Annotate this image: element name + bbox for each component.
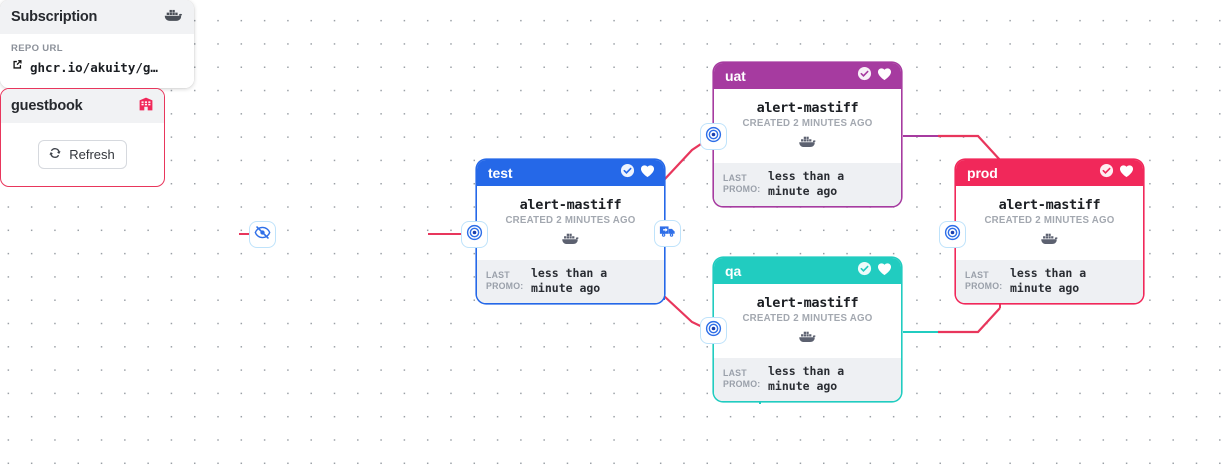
repo-url-value: ghcr.io/akuity/g… (30, 59, 158, 75)
freight-created: CREATED 2 MINUTES AGO (742, 118, 873, 129)
docker-whale-icon (164, 7, 183, 28)
stage-name-test: test (488, 165, 513, 181)
last-promo-value: less than a minute ago (768, 169, 845, 198)
stage-footer-prod: LAST PROMO: less than a minute ago (956, 260, 1143, 303)
freight-created: CREATED 2 MINUTES AGO (505, 215, 636, 226)
prod-promotion-badge[interactable] (939, 221, 966, 248)
check-circle-icon[interactable] (857, 261, 872, 281)
docker-whale-icon (798, 134, 817, 154)
heart-icon[interactable] (877, 262, 892, 281)
subscription-title: Subscription (11, 9, 98, 25)
stage-body-prod: alert-mastiff CREATED 2 MINUTES AGO (956, 186, 1143, 260)
warehouse-body: Refresh (1, 123, 164, 186)
subscription-card[interactable]: Subscription REPO URL (0, 0, 194, 88)
stage-name-qa: qa (725, 263, 742, 279)
repo-url-row[interactable]: ghcr.io/akuity/g… (11, 58, 183, 76)
last-promo-value: less than a minute ago (768, 364, 845, 393)
stage-header-test: test (477, 160, 664, 186)
stage-status-icons-uat (857, 66, 892, 86)
stage-body-uat: alert-mastiff CREATED 2 MINUTES AGO (714, 89, 901, 163)
warehouse-icon (138, 96, 154, 117)
stage-card-test[interactable]: test alert-mastiff CREATED 2 MINUTES AGO… (477, 160, 664, 303)
target-icon (944, 224, 961, 246)
uat-promotion-badge[interactable] (700, 123, 727, 150)
docker-whale-icon (1040, 231, 1059, 251)
freight-name: alert-mastiff (519, 197, 622, 213)
refresh-icon (48, 146, 62, 163)
refresh-label: Refresh (69, 147, 115, 162)
stage-header-uat: uat (714, 63, 901, 89)
external-link-icon[interactable] (11, 58, 24, 76)
check-circle-icon[interactable] (1099, 163, 1114, 183)
stage-footer-test: LAST PROMO: less than a minute ago (477, 260, 664, 303)
warehouse-card[interactable]: guestbook (0, 88, 165, 187)
freight-name: alert-mastiff (756, 100, 859, 116)
heart-icon[interactable] (877, 67, 892, 86)
test-shipping-badge[interactable] (654, 220, 681, 247)
freight-created: CREATED 2 MINUTES AGO (984, 215, 1115, 226)
refresh-button[interactable]: Refresh (38, 140, 127, 169)
last-promo-value: less than a minute ago (1010, 266, 1087, 295)
last-promo-label: LAST PROMO: (965, 269, 1003, 291)
last-promo-label: LAST PROMO: (723, 367, 761, 389)
truck-icon (659, 223, 677, 244)
stage-body-test: alert-mastiff CREATED 2 MINUTES AGO (477, 186, 664, 260)
freight-created: CREATED 2 MINUTES AGO (742, 313, 873, 324)
freight-name: alert-mastiff (998, 197, 1101, 213)
target-icon (705, 126, 722, 148)
stage-card-uat[interactable]: uat alert-mastiff CREATED 2 MINUTES AGO … (714, 63, 901, 206)
heart-icon[interactable] (640, 164, 655, 183)
target-icon (705, 320, 722, 342)
warehouse-header: guestbook (1, 89, 164, 123)
stage-status-icons-test (620, 163, 655, 183)
stage-footer-qa: LAST PROMO: less than a minute ago (714, 358, 901, 401)
stage-card-qa[interactable]: qa alert-mastiff CREATED 2 MINUTES AGO L… (714, 258, 901, 401)
eye-slash-icon (254, 224, 271, 246)
stage-status-icons-qa (857, 261, 892, 281)
stage-name-uat: uat (725, 68, 746, 84)
last-promo-value: less than a minute ago (531, 266, 608, 295)
stage-header-prod: prod (956, 160, 1143, 186)
repo-url-label: REPO URL (11, 43, 63, 54)
docker-whale-icon (798, 329, 817, 349)
last-promo-label: LAST PROMO: (723, 172, 761, 194)
target-icon (466, 224, 483, 246)
freight-name: alert-mastiff (756, 295, 859, 311)
stage-body-qa: alert-mastiff CREATED 2 MINUTES AGO (714, 284, 901, 358)
stage-header-qa: qa (714, 258, 901, 284)
check-circle-icon[interactable] (620, 163, 635, 183)
test-promotion-badge[interactable] (461, 221, 488, 248)
check-circle-icon[interactable] (857, 66, 872, 86)
hidden-subscriptions-badge[interactable] (249, 221, 276, 248)
qa-promotion-badge[interactable] (700, 317, 727, 344)
heart-icon[interactable] (1119, 164, 1134, 183)
stage-footer-uat: LAST PROMO: less than a minute ago (714, 163, 901, 206)
subscription-body: REPO URL ghcr.io/akuity/g… (0, 34, 194, 88)
docker-whale-icon (561, 231, 580, 251)
last-promo-label: LAST PROMO: (486, 269, 524, 291)
subscription-header: Subscription (0, 0, 194, 34)
stage-name-prod: prod (967, 165, 998, 181)
stage-status-icons-prod (1099, 163, 1134, 183)
stage-card-prod[interactable]: prod alert-mastiff CREATED 2 MINUTES AGO… (956, 160, 1143, 303)
warehouse-title: guestbook (11, 98, 83, 114)
